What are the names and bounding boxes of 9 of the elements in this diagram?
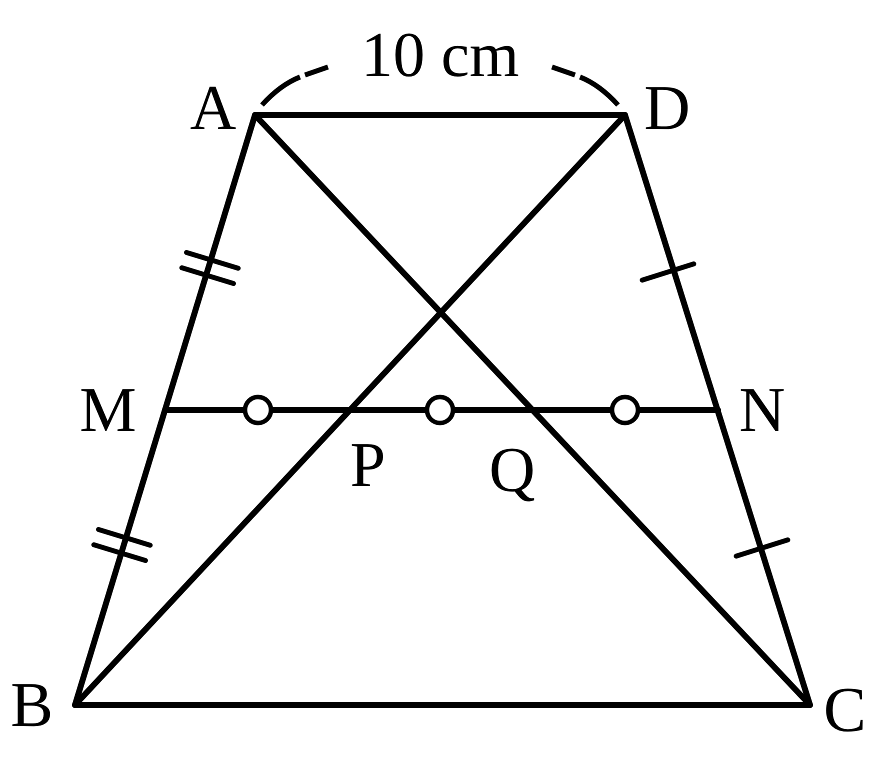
point-label: Q xyxy=(489,438,536,502)
point-label: B xyxy=(10,673,54,737)
dimension-label: 10 cm xyxy=(361,23,520,87)
point-label: C xyxy=(824,678,866,742)
point-label: M xyxy=(80,378,136,442)
point-label: N xyxy=(739,378,786,442)
point-label: A xyxy=(190,76,236,140)
point-label: D xyxy=(644,76,690,140)
point-label: P xyxy=(350,433,386,497)
